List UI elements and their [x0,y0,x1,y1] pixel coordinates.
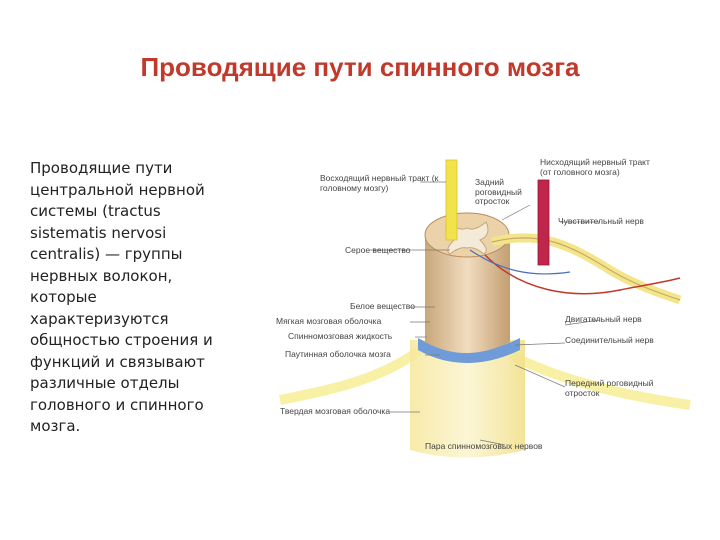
label-arachnoid: Паутинная оболочка мозга [285,349,391,359]
connecting-nerve-path [469,249,571,275]
label-dura-mater: Твердая мозговая оболочка [280,406,391,416]
label-connecting-nerve: Соединительный нерв [565,335,654,345]
label-csf: Спинномозговая жидкость [288,331,393,341]
label-white-matter: Белое вещество [350,301,415,311]
label-sensory-nerve: Чувствительный нерв [558,216,644,226]
label-anterior-horn: Передний роговидный отросток [565,378,654,398]
label-motor-nerve: Двигательный нерв [565,314,642,324]
definition-text: Проводящие пути центральной нервной сист… [30,159,213,435]
sensory-nerve [490,233,682,305]
right-nerve-root [507,350,691,410]
dura-mater-shape [410,340,525,458]
arachnoid-band [418,338,520,363]
motor-nerve-path [484,254,681,295]
label-descending-tract: Нисходящий нервный тракт (от головного м… [540,157,650,177]
spinal-cord-diagram: Восходящий нервный тракт (к головному мо… [270,150,700,460]
ascending-tract [445,159,458,241]
sensory-nerve-inner [491,237,681,301]
slide-title: Проводящие пути спинного мозга [140,52,580,82]
descending-tract [537,179,550,266]
label-spinal-nerves-pair: Пара спинномозговых нервов [425,441,543,451]
label-pia-mater: Мягкая мозговая оболочка [276,316,382,326]
left-nerve-root [279,345,423,405]
label-posterior-horn: Задний роговидный отросток [475,177,522,206]
spinal-cord-illustration [279,159,691,458]
spinal-cord-body [425,235,510,353]
label-ascending-tract: Восходящий нервный тракт (к головному мо… [320,173,439,193]
label-gray-matter: Серое вещество [345,245,411,255]
